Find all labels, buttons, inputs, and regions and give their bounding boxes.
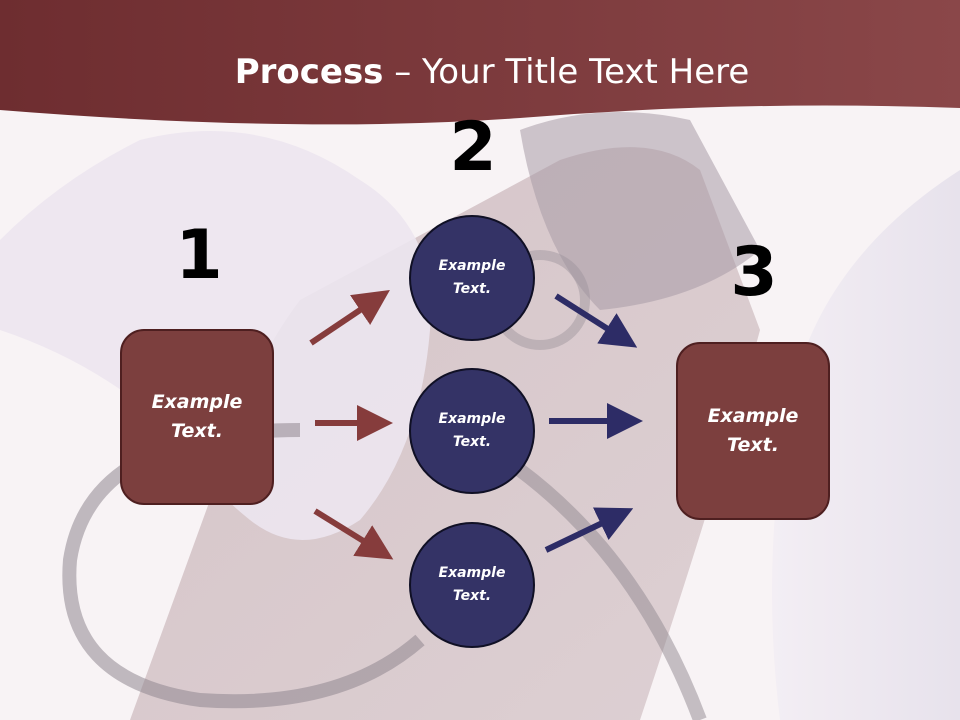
title-bold: Process xyxy=(234,52,384,92)
step-3-box: Example Text. xyxy=(676,342,830,520)
step-2-circle-2: Example Text. xyxy=(409,368,535,494)
header-band xyxy=(0,0,960,125)
step-number-1: 1 xyxy=(175,216,223,295)
step-1-text: Example Text. xyxy=(151,391,243,442)
step-number-2: 2 xyxy=(449,108,497,187)
step-2-circle-1: Example Text. xyxy=(409,215,535,341)
circle-1-text: Example Text. xyxy=(438,258,506,297)
step-2-circle-3: Example Text. xyxy=(409,522,535,648)
circle-3-text: Example Text. xyxy=(438,565,506,604)
slide-title: Process – Your Title Text Here xyxy=(0,52,960,92)
arrow-from-circle-3 xyxy=(544,507,634,553)
step-3-text: Example Text. xyxy=(707,405,799,456)
arrow-from-circle-1 xyxy=(554,293,638,348)
title-rest: – Your Title Text Here xyxy=(383,52,750,92)
step-1-box: Example Text. xyxy=(120,329,274,505)
step-number-3: 3 xyxy=(730,233,778,312)
circle-2-text: Example Text. xyxy=(438,411,506,450)
arrow-to-circle-3 xyxy=(313,508,394,560)
arrow-to-circle-1 xyxy=(309,289,390,346)
